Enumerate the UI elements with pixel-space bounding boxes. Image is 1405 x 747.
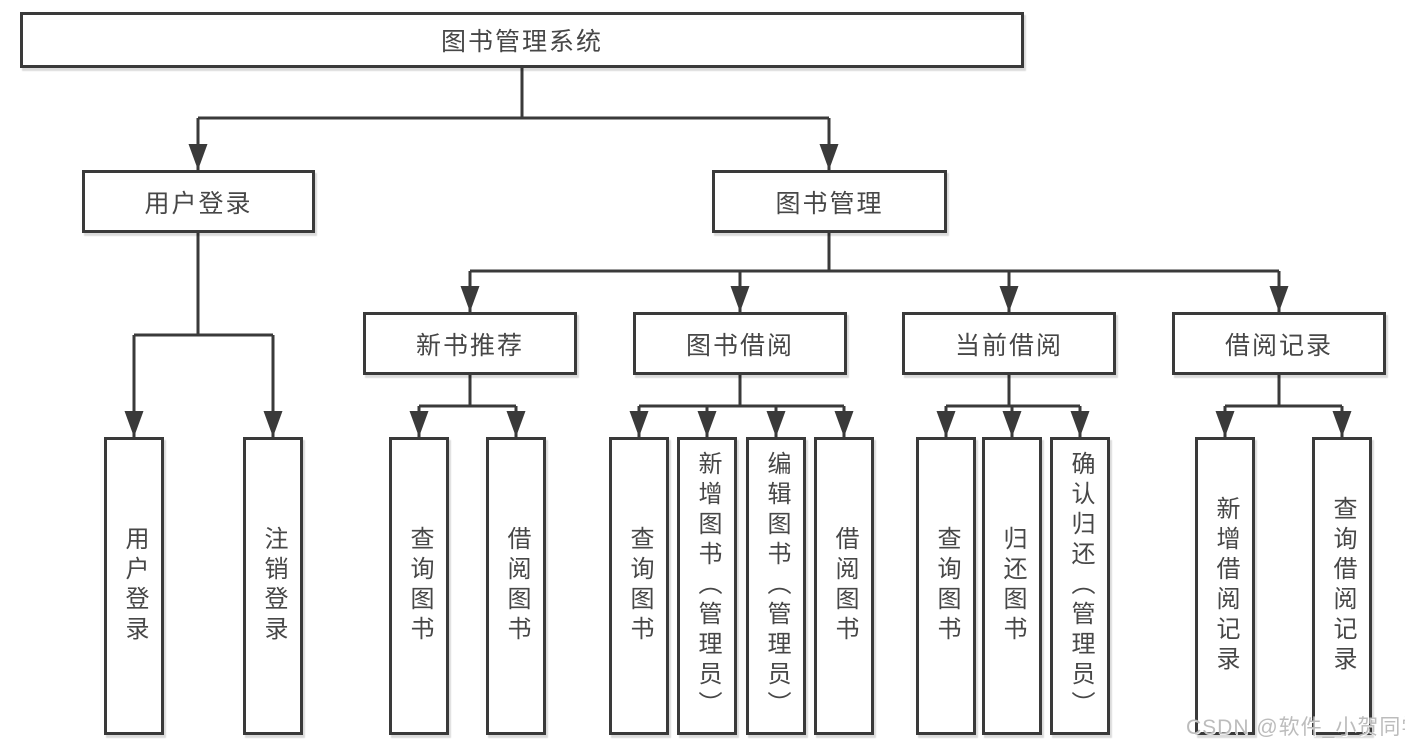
node-label: 用户登录 xyxy=(144,189,253,218)
node-borrow-records: 借阅记录 xyxy=(1172,312,1386,375)
connector-current-borrow-trunk xyxy=(946,375,1080,408)
node-label: 图书借阅 xyxy=(685,331,794,360)
node-new-book-recommend: 新书推荐 xyxy=(363,312,577,375)
node-leaf-query-books-current: 查询图书 xyxy=(916,437,976,735)
node-leaf-query-books-recommend: 查询图书 xyxy=(389,437,449,735)
node-user-login: 用户登录 xyxy=(82,170,315,233)
csdn-watermark: CSDN @软件_小贺同学 xyxy=(1186,716,1405,739)
connector-user-login-trunk xyxy=(134,233,273,337)
node-leaf-add-books-admin: 新增图书（管理员） xyxy=(677,437,737,735)
node-current-borrow: 当前借阅 xyxy=(902,312,1116,375)
connector-book-borrow-trunk xyxy=(639,375,844,408)
node-label: 归还图书 xyxy=(999,526,1026,646)
node-leaf-query-borrow-record: 查询借阅记录 xyxy=(1312,437,1372,735)
node-label: 查询图书 xyxy=(406,526,433,646)
node-label: 查询图书 xyxy=(933,526,960,646)
node-label: 当前借阅 xyxy=(954,331,1063,360)
connector-new-book-recommend-trunk xyxy=(419,375,516,408)
node-leaf-edit-books-admin: 编辑图书（管理员） xyxy=(746,437,806,735)
node-leaf-user-login: 用户登录 xyxy=(104,437,164,735)
node-label: 查询图书 xyxy=(626,526,653,646)
node-leaf-borrow-books-recommend: 借阅图书 xyxy=(486,437,546,735)
node-book-management: 图书管理 xyxy=(712,170,947,233)
node-label: 确认归还（管理员） xyxy=(1067,451,1094,721)
node-book-borrow: 图书借阅 xyxy=(633,312,847,375)
node-label: 图书管理系统 xyxy=(440,28,603,56)
node-leaf-query-books-borrow: 查询图书 xyxy=(609,437,669,735)
node-label: 新增借阅记录 xyxy=(1212,496,1239,676)
node-leaf-return-books: 归还图书 xyxy=(982,437,1042,735)
node-label: 新增图书（管理员） xyxy=(694,451,721,721)
node-label: 图书管理 xyxy=(775,189,884,218)
node-label: 借阅记录 xyxy=(1224,331,1333,360)
connector-borrow-records-trunk xyxy=(1225,375,1342,408)
node-leaf-confirm-return-admin: 确认归还（管理员） xyxy=(1050,437,1110,735)
node-leaf-logout: 注销登录 xyxy=(243,437,303,735)
node-leaf-borrow-books: 借阅图书 xyxy=(814,437,874,735)
connector-book-management-trunk xyxy=(470,233,1279,273)
node-label: 注销登录 xyxy=(260,526,287,646)
node-label: 用户登录 xyxy=(121,526,148,646)
node-library-management-system: 图书管理系统 xyxy=(20,12,1024,68)
node-label: 借阅图书 xyxy=(503,526,530,646)
node-label: 编辑图书（管理员） xyxy=(763,451,790,721)
node-label: 查询借阅记录 xyxy=(1329,496,1356,676)
node-label: 借阅图书 xyxy=(831,526,858,646)
node-leaf-add-borrow-record: 新增借阅记录 xyxy=(1195,437,1255,735)
node-label: 新书推荐 xyxy=(415,331,524,360)
connector-root-trunk xyxy=(198,68,829,120)
